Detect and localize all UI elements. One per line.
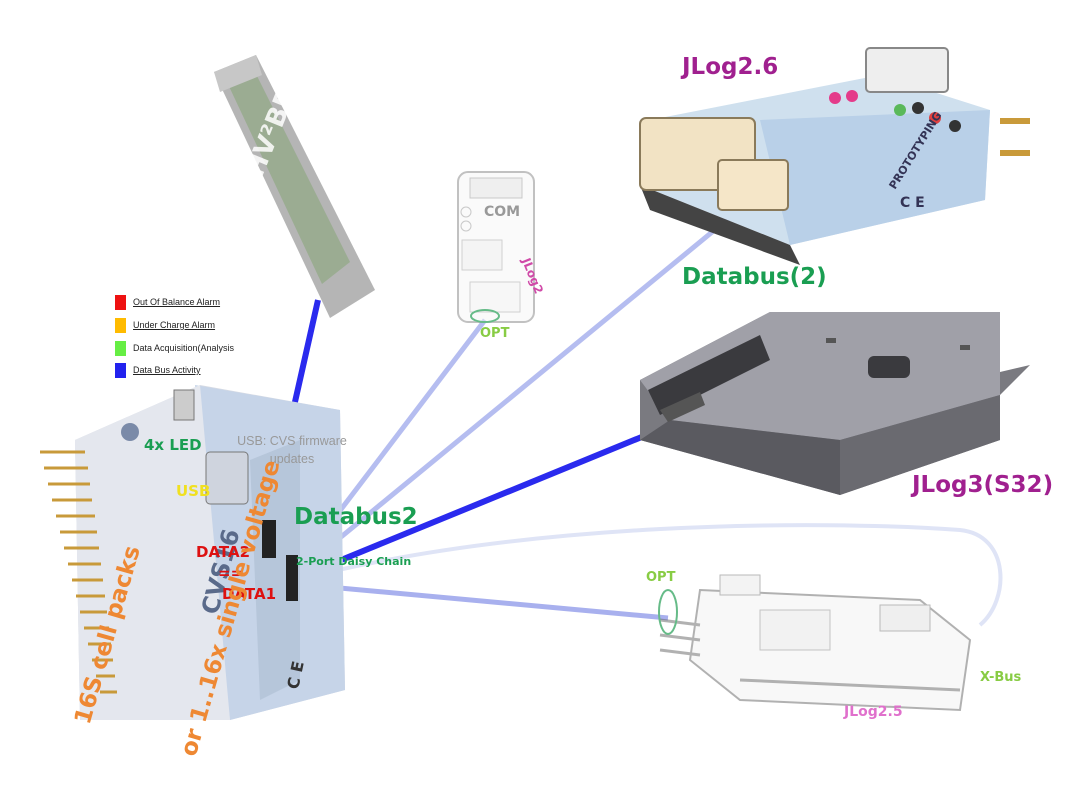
data2-label: DATA2 (196, 543, 251, 561)
legend-swatch-orange (115, 317, 126, 333)
opt-label-jlog2: OPT (480, 326, 510, 341)
legend-item-under-charge: Under Charge Alarm (115, 316, 215, 334)
opt-ring-jlog25 (658, 589, 678, 635)
legend-label: Under Charge Alarm (133, 320, 216, 330)
databus-2-label: Databus(2) (682, 264, 827, 290)
legend-label: Out Of Balance Alarm (133, 297, 221, 307)
legend-label: Data Acquisition(Analysis (133, 343, 235, 353)
legend-item-data-bus: Data Bus Activity (115, 361, 201, 379)
legend-item-data-acquisition: Data Acquisition(Analysis (115, 339, 234, 357)
opt-ring-jlog2 (470, 309, 500, 323)
legend-label: Data Bus Activity (133, 365, 201, 375)
jlog3-housing-image (640, 312, 1030, 495)
cvs16-board-image: C E (75, 385, 345, 720)
jlog25-board-image (659, 574, 972, 712)
svg-text:C E: C E (900, 195, 925, 211)
legend-item-out-of-balance: Out Of Balance Alarm (115, 293, 220, 311)
line-to-xbus (284, 523, 1003, 627)
jlog25-label: JLog2.5 (844, 704, 903, 720)
jlog26-title: JLog2.6 (682, 54, 779, 80)
legend-swatch-red (115, 294, 126, 310)
usb-note: USB: CVS firmware updates (237, 434, 347, 466)
xbus-label: X-Bus (980, 670, 1022, 685)
legend-swatch-green (115, 340, 126, 356)
led-label: 4x LED (144, 436, 202, 454)
usb-label: USB (176, 482, 211, 500)
cvs16-pins (40, 450, 117, 694)
line-to-jlog26 (283, 203, 747, 585)
eq-label: == (218, 564, 244, 582)
opt-label-jlog25: OPT (646, 570, 676, 585)
data1-label: DATA1 (222, 585, 277, 603)
databus2-label: Databus2 (294, 504, 418, 530)
daisy-chain-label: 2-Port Daisy Chain (296, 555, 412, 568)
jlog3-title: JLog3(S32) (912, 472, 1054, 498)
hv2bec-device-image (214, 55, 375, 318)
line-to-jlog3 (283, 415, 690, 586)
line-to-jlog25 (284, 580, 669, 621)
jlog2-device-image (457, 171, 535, 323)
jlog26-device-image: PROTOTYPING C E (639, 47, 1030, 265)
com-label: COM (484, 204, 521, 220)
legend-swatch-blue (115, 362, 126, 378)
